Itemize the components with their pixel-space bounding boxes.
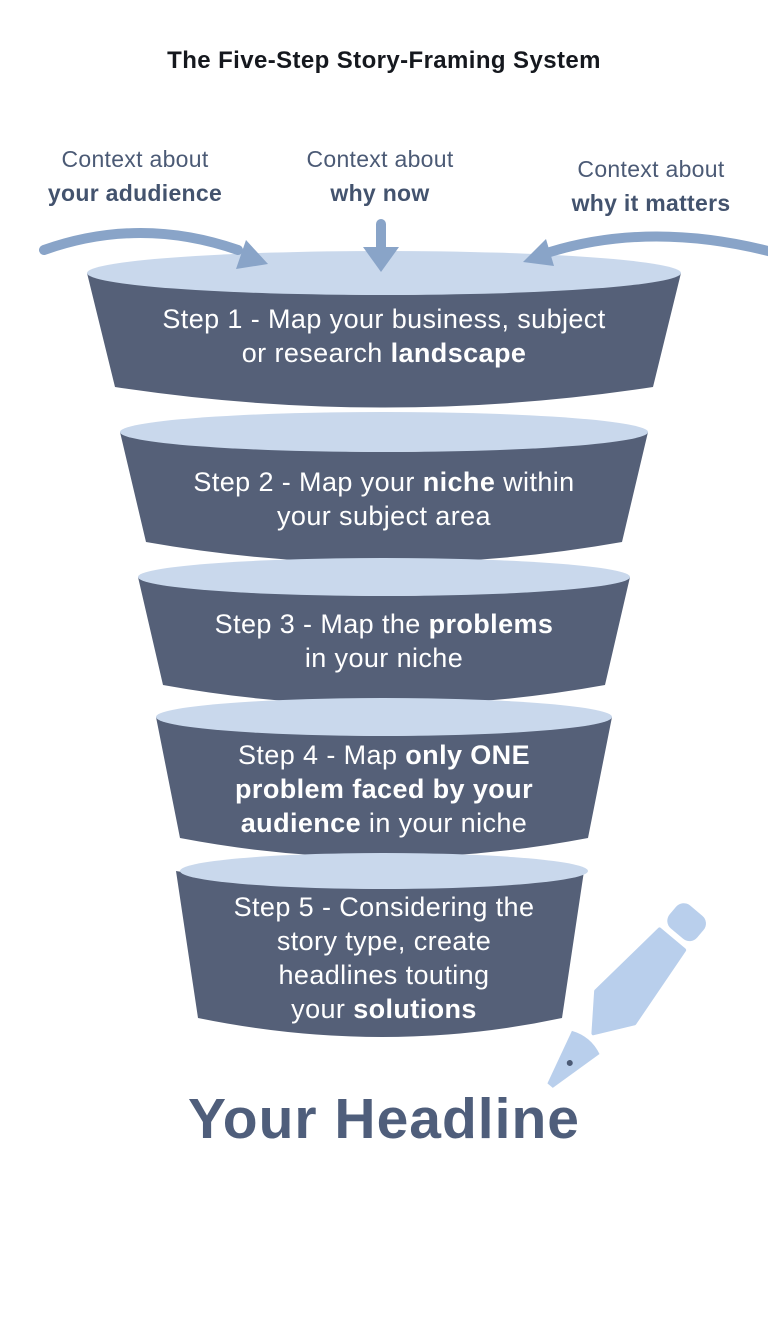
context-label-line2: your adudience	[47, 180, 223, 206]
your-headline-text: Your Headline	[187, 1087, 581, 1151]
funnel-step-3-body	[138, 577, 630, 705]
context-label-line1: Context about	[577, 156, 725, 182]
context-label-line1: Context about	[61, 146, 209, 172]
page-title: The Five-Step Story-Framing System	[167, 47, 601, 74]
curved-arrow-left-icon	[523, 231, 768, 266]
pen-nib-dot	[566, 1059, 573, 1066]
context-label-line2: why now	[330, 180, 430, 206]
funnel-step-2-body	[120, 432, 648, 563]
funnel-step-4-top	[156, 698, 612, 736]
context-label-why-it-matters: Context about why it matters	[572, 152, 731, 220]
funnel-step-2-top	[120, 412, 648, 452]
context-label-audience: Context about your adudience	[48, 142, 222, 210]
context-label-why-now: Context about why now	[306, 142, 453, 210]
context-label-line2: why it matters	[571, 190, 731, 216]
fountain-pen-icon	[547, 903, 706, 1088]
curved-arrow-right-icon	[39, 228, 268, 269]
funnel-step-1-body	[87, 273, 681, 408]
funnel-step-3-top	[138, 558, 630, 596]
funnel-step-5-body	[176, 871, 584, 1037]
context-label-line1: Context about	[306, 146, 454, 172]
funnel-step-5-top	[180, 853, 588, 889]
funnel-step-4-body	[156, 717, 612, 858]
arrow-down-icon	[363, 219, 399, 272]
